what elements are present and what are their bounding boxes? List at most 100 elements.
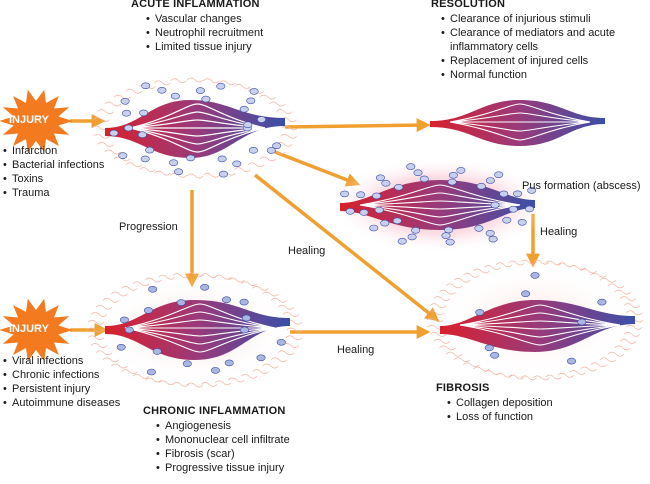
chronic-inflammation-illustration [86,272,304,388]
leukocyte-cell [239,105,249,113]
collagen-fiber [158,274,176,280]
leukocyte-cell [502,216,512,224]
leukocyte-cell [392,217,402,225]
injury-starburst-bottom [0,298,73,362]
collagen-fiber [533,259,550,265]
leukocyte-cell [356,191,366,198]
capillary [124,327,276,345]
collagen-fiber [104,149,121,155]
list-item: Chronic infections [3,368,120,382]
capillary [124,319,276,329]
collagen-fiber [453,277,471,283]
leukocyte-cell [219,170,229,178]
capillary [124,327,276,353]
collagen-fiber [234,167,251,172]
collagen-fiber [172,273,190,278]
collagen-fiber [614,345,631,351]
collagen-fiber [186,272,204,278]
leukocyte-cell [239,298,249,306]
leukocyte-cell [176,299,186,306]
collagen-fiber [280,133,297,139]
collagen-fiber [270,297,288,303]
collagen-fiber [132,281,150,287]
leukocyte-cell [124,124,134,132]
collagen-fiber [439,345,456,351]
collagen-fiber [97,142,114,147]
capillary [449,112,591,123]
collagen-fiber [473,268,490,274]
collagen-fiber [200,382,218,387]
list-item: Collagen deposition [447,396,553,410]
leukocyte-cell [340,190,350,198]
collagen-fiber [557,262,575,268]
leukocyte-cell [195,87,205,94]
leukocyte-cell [597,298,607,306]
collagen-fiber [590,362,607,368]
collagen-fiber [158,380,176,386]
injury-starburst-top [0,89,73,153]
collagen-fiber [247,162,265,168]
capillary [359,184,521,206]
collagen-fiber [453,357,471,363]
leukocyte-cell [513,190,523,198]
collagen-fiber [252,369,269,374]
leukocyte-cell [524,205,534,213]
leukocyte-cell [182,360,192,368]
capillary [449,103,591,123]
collagen-fiber [97,109,114,114]
leukocyte-cell [200,283,210,291]
collagen-fiber [473,366,490,372]
leukocyte-cell [406,163,416,170]
collagen-fiber [259,156,277,162]
healing-label-right: Healing [540,226,578,238]
acute-inflammation-title: ACUTE INFLAMMATION [131,0,260,10]
acute-inflammation-list: Vascular changes Neutrophil recruitment … [146,12,263,54]
collagen-fiber [228,377,245,383]
leukocyte-cell [248,147,258,154]
capillary [359,200,521,206]
collagen-fiber [614,289,631,295]
leukocyte-cell [243,121,253,128]
leukocyte-cell [143,307,153,314]
leukocyte-cell [256,116,266,123]
collagen-fiber [484,265,501,270]
collagen-fiber [259,94,277,100]
leukocyte-cell [397,237,407,245]
fibrosis-list: Collagen deposition Loss of function [447,396,553,424]
collagen-fiber [111,291,128,297]
leukocyte-cell [217,155,227,163]
leukocyte-cell [118,152,128,159]
collagen-fiber [186,77,204,83]
leukocyte-cell [157,87,167,94]
acute-inflammation-illustration [91,77,299,179]
collagen-fiber [277,350,295,356]
healing-label-diagonal: Healing [288,245,326,257]
collagen-fiber [508,260,525,266]
collagen-fiber [154,80,171,86]
collagen-fiber [121,286,138,291]
leukocyte-cell [499,190,509,198]
collagen-fiber [619,296,637,301]
progression-label: Progression [119,221,178,233]
leukocyte-cell [413,169,423,176]
collagen-fiber [545,374,562,380]
leukocyte-cell [169,159,179,166]
capillary [449,121,591,141]
injury-causes-chronic: Viral infections Chronic infections Pers… [3,354,120,410]
leukocyte-cell [394,184,404,191]
chronic-inflammation-list: Angiogenesis Mononuclear cell infiltrate… [156,419,290,475]
collagen-fiber [269,101,286,107]
collagen-fiber [545,260,562,266]
collagen-fiber [625,310,643,316]
leukocyte-cell [170,92,180,100]
leukocyte-cell [140,155,150,163]
list-item: Toxins [3,172,104,186]
resolution-illustration [430,100,605,146]
collagen-fiber [557,372,575,378]
collagen-fiber [426,317,444,323]
list-item: Fibrosis (scar) [156,447,290,461]
collagen-fiber [125,88,143,94]
collagen-fiber [281,125,299,131]
collagen-fiber [429,303,447,308]
leukocyte-cell [577,318,587,326]
